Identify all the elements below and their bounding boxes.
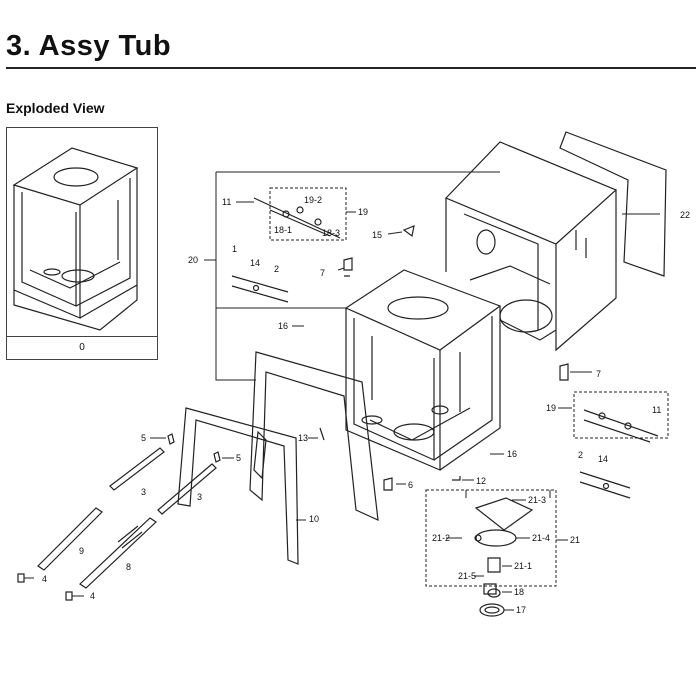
- callout-13: 13: [298, 433, 308, 443]
- callout-3: 3: [141, 487, 146, 497]
- callout-21: 21: [570, 535, 580, 545]
- callout-16: 16: [507, 449, 517, 459]
- door-gasket: [177, 407, 299, 565]
- callout-21-3: 21-3: [528, 495, 546, 505]
- callout-3: 3: [197, 492, 202, 502]
- pump-21-1: [487, 557, 501, 573]
- rail-3-right: [157, 463, 217, 515]
- callout-labels: 1 2 2 3 3 4 4 5 5 6 7 7 8 9 10 11 11 12 …: [42, 195, 690, 615]
- callout-19-2: 19-2: [304, 195, 322, 205]
- callout-21-4: 21-4: [532, 533, 550, 543]
- gasket-21-4: [475, 529, 517, 547]
- callout-21-5: 21-5: [458, 571, 476, 581]
- callout-2: 2: [578, 450, 583, 460]
- hinge-bracket: [253, 430, 267, 480]
- stopper-5b: [213, 451, 221, 463]
- callout-11: 11: [222, 197, 231, 207]
- rail-8-detail: [117, 525, 143, 549]
- callout-20: 20: [188, 255, 198, 265]
- nut-15: [402, 225, 415, 238]
- cap-18: [487, 588, 501, 598]
- callout-18-1: 18-1: [274, 225, 292, 235]
- shaft-19a: [269, 209, 331, 237]
- callout-5: 5: [236, 453, 241, 463]
- ring-17: [479, 603, 505, 617]
- sump-cover-21-3: [474, 497, 534, 531]
- callout-2: 2: [274, 264, 279, 274]
- dashed-box-19b: [573, 391, 669, 439]
- title-divider: [6, 67, 696, 69]
- callout-1: 1: [232, 244, 237, 254]
- rail-8: [79, 517, 157, 589]
- shaft-11b: [583, 409, 659, 437]
- back-panel: [559, 131, 667, 277]
- callout-16: 16: [278, 321, 288, 331]
- rail-9: [37, 507, 103, 571]
- callout-9: 9: [79, 546, 84, 556]
- callout-18: 18: [514, 587, 524, 597]
- callout-19: 19: [358, 207, 368, 217]
- callout-19: 19: [546, 403, 556, 413]
- callout-14: 14: [598, 454, 608, 464]
- dashed-box-19a: [269, 187, 347, 241]
- callout-7: 7: [320, 268, 325, 278]
- page-title: 3. Assy Tub: [6, 30, 172, 62]
- bracket-line-20: [215, 172, 256, 381]
- callout-4: 4: [90, 591, 95, 601]
- callout-5: 5: [141, 433, 146, 443]
- callout-6: 6: [408, 480, 413, 490]
- bracket-6: [383, 477, 393, 491]
- tub-body: [344, 269, 502, 471]
- valve-21-5: [483, 583, 497, 595]
- callout-11: 11: [652, 405, 661, 415]
- rail-3-left: [109, 447, 165, 491]
- dashed-box-21: [425, 489, 557, 587]
- callout-8: 8: [126, 562, 131, 572]
- thumbnail-tub-illustration: [12, 147, 139, 331]
- section-subtitle: Exploded View: [6, 100, 105, 116]
- clip-4b: [65, 591, 73, 601]
- shaft-14b: [579, 471, 631, 499]
- callout-12: 12: [476, 476, 486, 486]
- callout-18-3: 18-3: [322, 228, 340, 238]
- callout-21-2: 21-2: [432, 533, 450, 543]
- callout-7: 7: [596, 369, 601, 379]
- front-frame: [249, 351, 379, 521]
- screw-13: [319, 427, 325, 441]
- bracket-7a: [343, 257, 353, 277]
- thumbnail-panel: 0: [6, 127, 158, 360]
- callout-22: 22: [680, 210, 690, 220]
- callout-14: 14: [250, 258, 260, 268]
- bracket-7b: [559, 363, 569, 381]
- shaft-11a: [253, 197, 341, 239]
- callout-21-1: 21-1: [514, 561, 532, 571]
- thumbnail-label: 0: [7, 336, 157, 359]
- clip-4a: [17, 573, 25, 583]
- shaft-14a: [231, 275, 289, 303]
- callout-4: 4: [42, 574, 47, 584]
- callout-10: 10: [309, 514, 319, 524]
- callout-17: 17: [516, 605, 526, 615]
- filter-21-2: [474, 534, 482, 542]
- shaft-19b: [583, 419, 651, 443]
- outer-housing: [444, 141, 618, 352]
- hook-12: [452, 476, 461, 481]
- callout-15: 15: [372, 230, 382, 240]
- stopper-5a: [167, 433, 175, 445]
